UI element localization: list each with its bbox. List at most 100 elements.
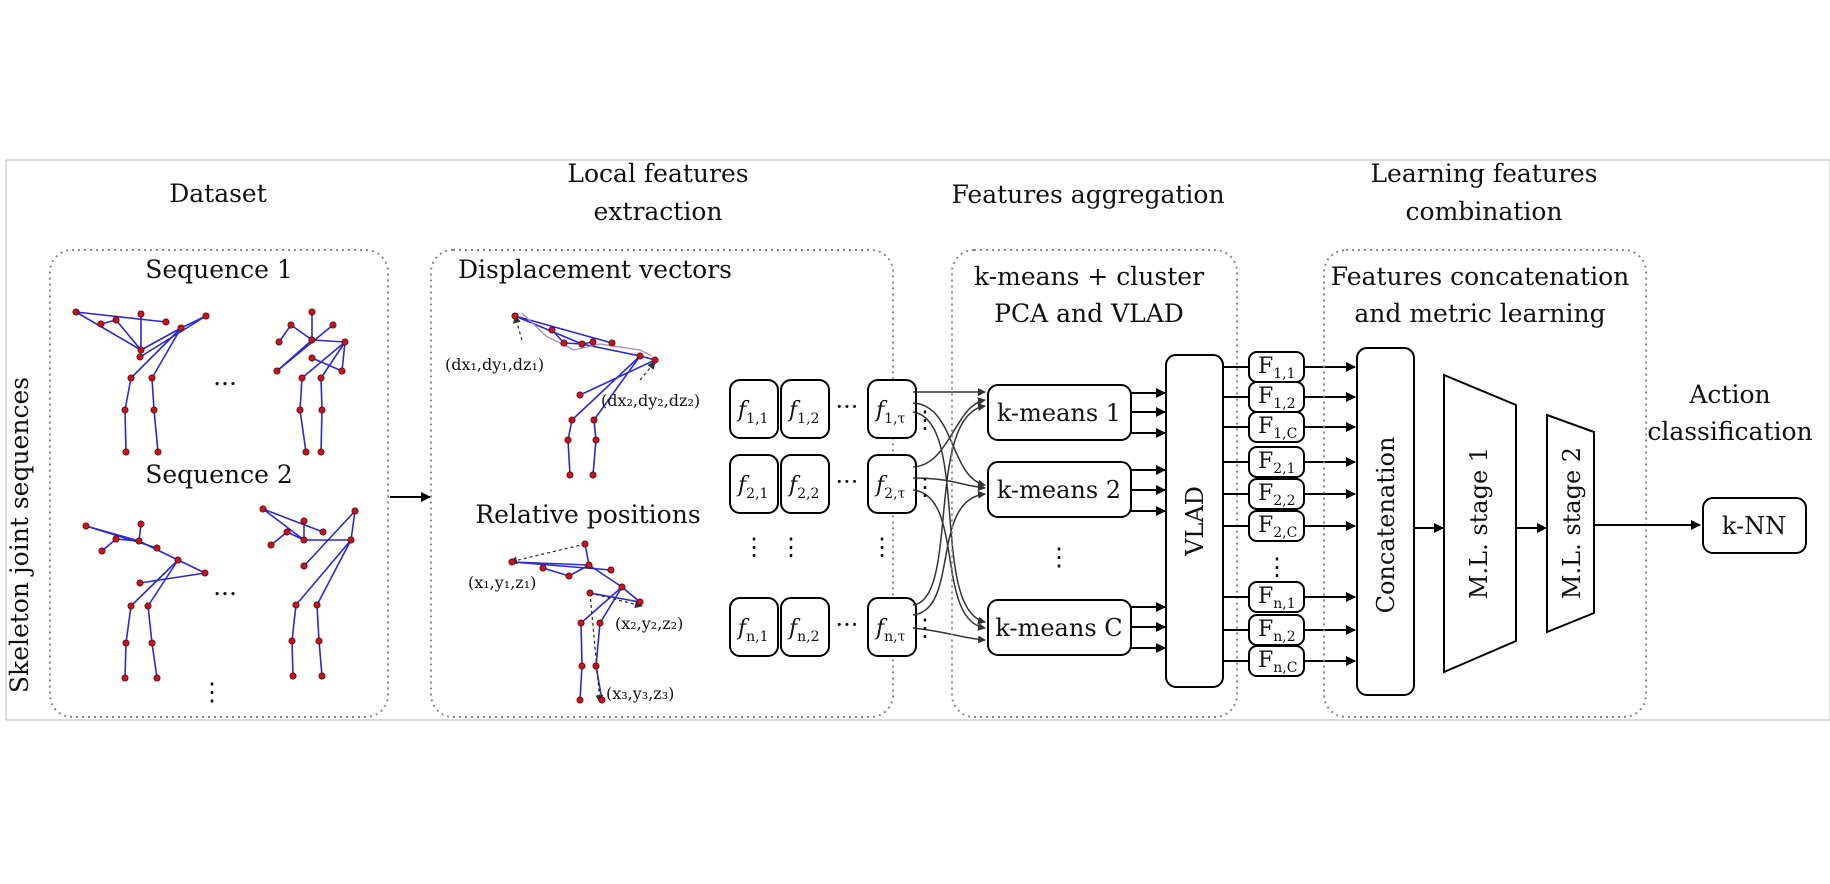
skeleton-bone xyxy=(151,642,158,679)
skeleton-bone xyxy=(593,355,641,421)
kmeans-dots: ⋮ xyxy=(1047,542,1072,571)
displacement-1-label: (dx₁,dy₁,dz₁) xyxy=(445,355,544,374)
relative-vector-2 xyxy=(589,592,643,609)
sequence-2-dots: ... xyxy=(213,572,237,601)
skeleton-joint xyxy=(162,318,170,326)
local-title-line1: Local features xyxy=(567,159,748,188)
skeleton-joint xyxy=(576,696,584,704)
feature-row-ellipsis: ··· xyxy=(836,393,859,421)
skeleton-joint xyxy=(565,572,573,580)
skeleton-bone xyxy=(301,341,346,379)
skeleton-joint xyxy=(72,308,80,316)
feature-column-dots: ⋮ xyxy=(870,533,894,561)
skeleton-joint xyxy=(121,406,129,414)
grid-col-dots-2: ⋮ xyxy=(913,473,937,501)
skeleton-bone xyxy=(599,586,623,624)
skeleton-bone xyxy=(514,315,613,344)
skeleton-bone xyxy=(130,327,182,379)
skeleton-joint xyxy=(590,416,598,424)
skeleton-joint xyxy=(288,637,296,645)
skeleton-bone xyxy=(290,324,313,341)
skeleton-joint xyxy=(300,536,308,544)
skeleton-joint xyxy=(508,558,516,566)
skeleton-bone xyxy=(75,311,167,323)
skeleton-joint xyxy=(578,340,586,348)
skeleton-arms-out xyxy=(72,308,210,456)
skeleton-bone xyxy=(341,341,346,372)
skeleton-joint xyxy=(259,505,267,513)
displacement-vector-1 xyxy=(513,315,523,341)
skeleton-bone xyxy=(130,559,179,607)
skeleton-joint xyxy=(148,374,156,382)
skeleton-joint xyxy=(585,561,593,569)
skeleton-bone xyxy=(177,559,206,574)
skeleton-joint xyxy=(153,544,161,552)
local-box xyxy=(430,249,894,718)
skeleton-joint xyxy=(283,528,291,536)
feature-cell xyxy=(729,379,779,439)
skeleton-joint xyxy=(174,556,182,564)
sequence-1-label: Sequence 1 xyxy=(145,255,293,284)
local-title-line2: extraction xyxy=(594,197,723,226)
aggregation-box xyxy=(951,249,1238,718)
skeleton-joint xyxy=(315,637,323,645)
kmeans-1-label: k-means 1 xyxy=(997,399,1121,427)
skeleton-joint xyxy=(300,517,308,525)
sequence-2-label: Sequence 2 xyxy=(145,460,293,489)
skeleton-joint xyxy=(586,589,594,597)
side-label: Skeleton joint sequences xyxy=(5,377,34,693)
skeleton-joint xyxy=(112,316,120,324)
aggregation-sub-line1: k-means + cluster xyxy=(974,262,1204,291)
skeleton-joint xyxy=(319,528,327,536)
aggregation-sub-line2: PCA and VLAD xyxy=(994,299,1184,328)
skeleton-joint xyxy=(566,471,574,479)
skeleton-bone xyxy=(153,409,159,453)
skeleton-joint xyxy=(137,346,145,354)
skeleton-joint xyxy=(267,541,275,549)
feature-cell xyxy=(780,379,830,439)
skeleton-joint xyxy=(177,324,185,332)
skeleton-joint xyxy=(548,326,556,334)
skeleton-bone xyxy=(124,642,127,679)
feature-cell xyxy=(867,379,917,439)
skeleton-joint xyxy=(135,537,143,545)
skeleton-bone xyxy=(125,605,132,644)
vlad-box xyxy=(1165,354,1224,688)
skeleton-joint xyxy=(338,367,346,375)
skeleton-joint xyxy=(153,674,161,682)
skeleton-bone xyxy=(311,357,343,372)
skeleton-joint xyxy=(318,406,326,414)
skeleton-joint xyxy=(137,310,145,318)
skeleton-bone xyxy=(75,311,142,351)
skeleton-joint xyxy=(596,619,604,627)
learning-sub-line2: and metric learning xyxy=(1354,299,1605,328)
skeleton-joint xyxy=(137,520,145,528)
skeleton-bone xyxy=(151,327,182,379)
displacement-vector-2 xyxy=(639,361,656,381)
skeleton-bone xyxy=(584,543,590,566)
feature-cell xyxy=(729,454,779,514)
skeleton-joint xyxy=(287,321,295,329)
grid-col-dots-1: ⋮ xyxy=(913,406,937,434)
skeleton-joint xyxy=(564,436,572,444)
skeleton-joint xyxy=(511,312,519,320)
skeleton-joint xyxy=(127,374,135,382)
knn-label: k-NN xyxy=(1722,512,1786,540)
skeleton-joint xyxy=(121,674,129,682)
skeleton-joint xyxy=(539,564,547,572)
figure-frame xyxy=(5,159,1830,721)
kmeans-c-label: k-means C xyxy=(995,614,1122,642)
F-vector-dots: ⋮ xyxy=(1265,553,1289,581)
skeleton-bone xyxy=(115,319,142,351)
learning-title-line1: Learning features xyxy=(1370,159,1597,188)
skeleton-joint xyxy=(581,540,589,548)
displacement-label: Displacement vectors xyxy=(458,255,732,284)
skeleton-bone xyxy=(291,640,294,677)
skeleton-joint xyxy=(318,672,326,680)
skeleton-bone xyxy=(588,564,623,588)
skeleton-arms-down xyxy=(273,308,349,456)
position-3-label: (x₃,y₃,z₃) xyxy=(606,684,674,703)
feature-row-ellipsis: ··· xyxy=(836,468,859,496)
concatenation-box xyxy=(1356,347,1415,696)
